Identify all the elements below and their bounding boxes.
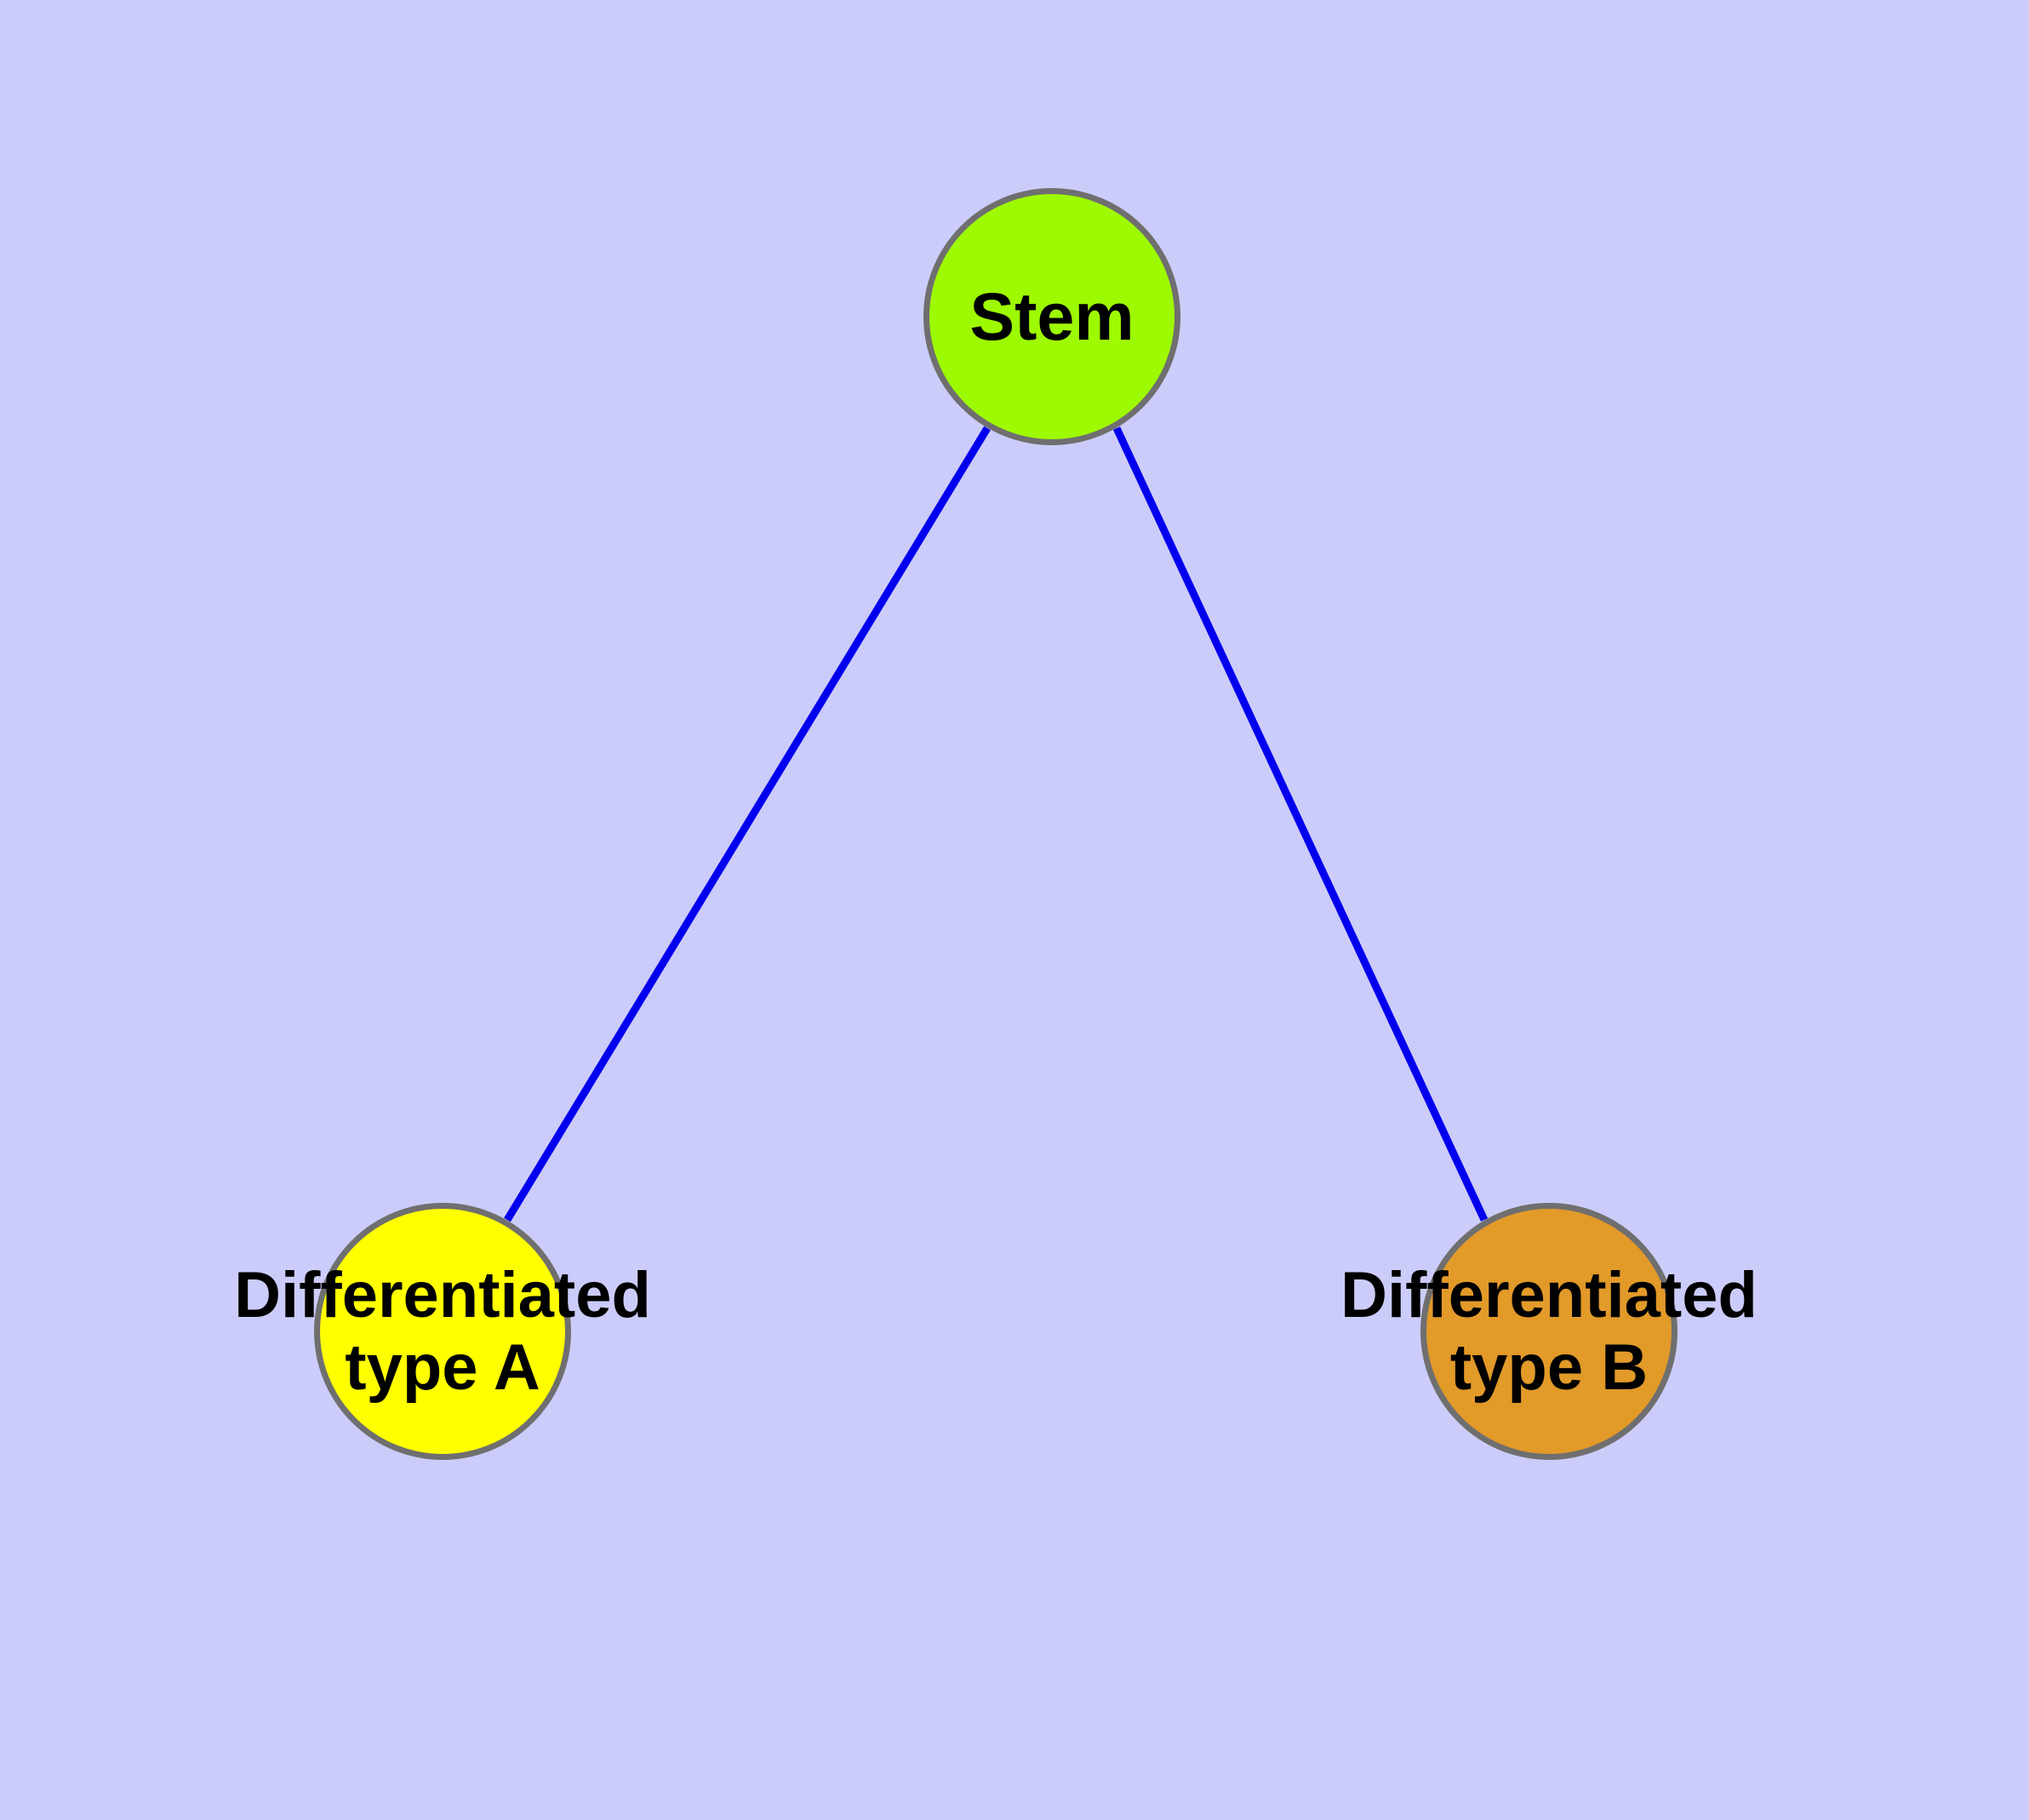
node-differentiated-type-b[interactable] [1420,1203,1677,1460]
node-stem[interactable] [923,188,1180,445]
edge-stem-to-diff-a [504,426,991,1222]
edge-stem-to-diff-b [1112,426,1489,1222]
node-differentiated-type-a[interactable] [314,1203,571,1460]
